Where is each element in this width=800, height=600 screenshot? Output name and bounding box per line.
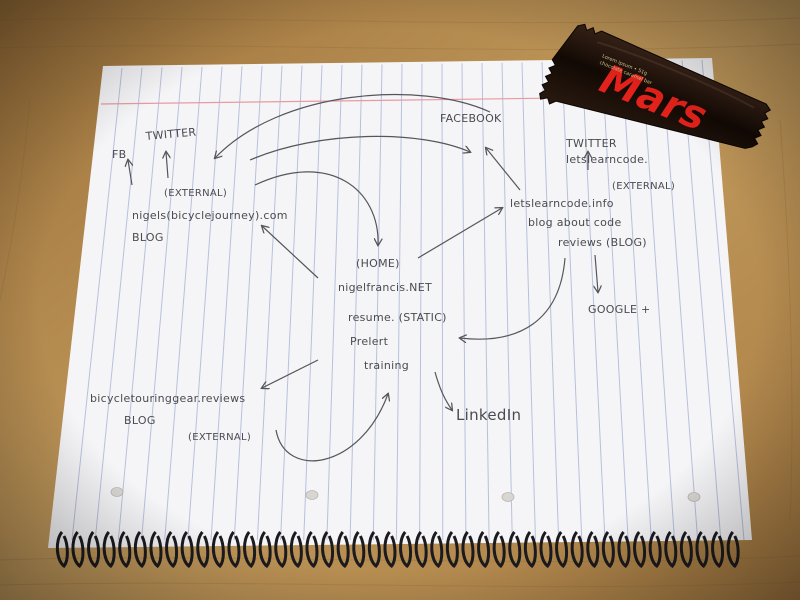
note-external-2: (EXTERNAL) <box>612 181 675 192</box>
note-blog-1: BLOG <box>132 231 164 244</box>
note-home-site: nigelfrancis.NET <box>338 281 432 294</box>
note-home-training: training <box>364 359 409 372</box>
note-home-label: (HOME) <box>356 257 400 270</box>
note-home-prelert: Prelert <box>350 335 389 348</box>
note-external-3: (EXTERNAL) <box>188 432 251 443</box>
note-letslearn-desc: blog about code <box>528 216 622 229</box>
note-nigels-site: nigels(bicyclejourney).com <box>132 209 288 222</box>
note-twitter-right-handle: letslearncode. <box>566 153 648 166</box>
note-google-plus: GOOGLE + <box>588 303 651 316</box>
note-fb: FB <box>112 148 126 161</box>
note-linkedin: LinkedIn <box>456 406 521 424</box>
note-facebook: FACEBOOK <box>440 112 502 125</box>
note-bicycle-site: bicycletouringgear.reviews <box>90 392 245 405</box>
note-external-1: (EXTERNAL) <box>164 188 227 199</box>
note-home-resume: resume. (STATIC) <box>348 311 447 324</box>
note-twitter-right: TWITTER <box>565 137 617 150</box>
note-letslearn-reviews: reviews (BLOG) <box>558 236 647 249</box>
note-letslearn-site: letslearncode.info <box>510 197 614 210</box>
note-blog-2: BLOG <box>124 414 156 427</box>
